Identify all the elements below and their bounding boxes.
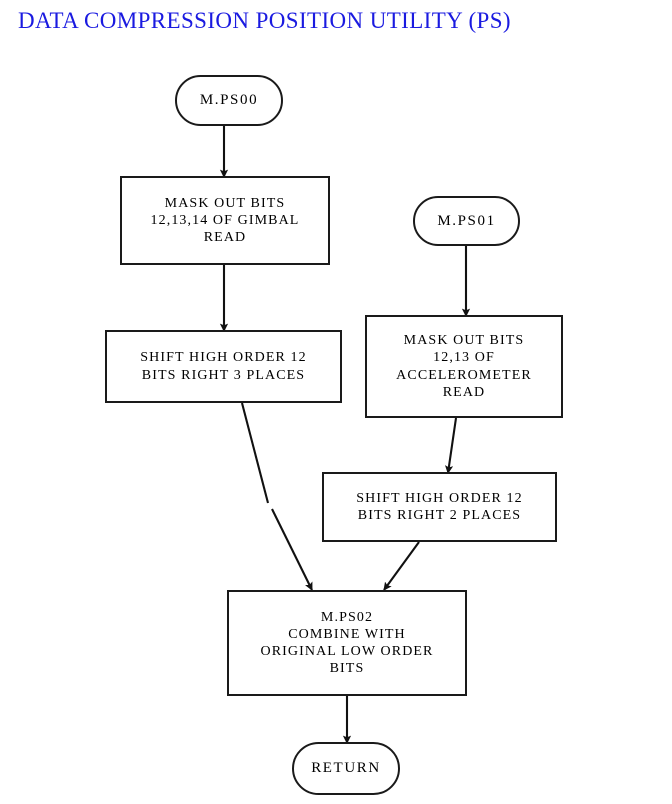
- edge-shift3-to-combine-a: [240, 402, 270, 504]
- node-label: M.PS01: [437, 212, 496, 229]
- node-start-m-ps00[interactable]: M.PS00: [175, 75, 283, 126]
- node-label: M.PS02 COMBINE WITH ORIGINAL LOW ORDER B…: [260, 609, 434, 677]
- node-shift-high-order-12-bits-right-3-places[interactable]: SHIFT HIGH ORDER 12 BITS RIGHT 3 PLACES: [105, 330, 342, 403]
- node-combine-m-ps02[interactable]: M.PS02 COMBINE WITH ORIGINAL LOW ORDER B…: [227, 590, 467, 696]
- node-label: SHIFT HIGH ORDER 12 BITS RIGHT 2 PLACES: [356, 490, 523, 523]
- edge-shift3-to-combine-b: [271, 508, 313, 591]
- node-label: RETURN: [311, 760, 381, 777]
- node-label: M.PS00: [199, 92, 259, 109]
- node-label: MASK OUT BITS 12,13 OF ACCELEROMETER REA…: [396, 333, 532, 400]
- page-title: DATA COMPRESSION POSITION UTILITY (PS): [18, 8, 511, 33]
- node-return[interactable]: RETURN: [292, 742, 400, 795]
- edge-shift2-to-combine: [383, 541, 420, 591]
- node-label: MASK OUT BITS 12,13,14 OF GIMBAL READ: [150, 195, 300, 246]
- node-mask-out-bits-gimbal[interactable]: MASK OUT BITS 12,13,14 OF GIMBAL READ: [120, 176, 330, 265]
- edge-mask-accel-to-shift2: [445, 417, 458, 474]
- node-mask-out-bits-accelerometer[interactable]: MASK OUT BITS 12,13 OF ACCELEROMETER REA…: [365, 315, 563, 418]
- node-start-m-ps01[interactable]: M.PS01: [413, 196, 520, 246]
- node-shift-high-order-12-bits-right-2-places[interactable]: SHIFT HIGH ORDER 12 BITS RIGHT 2 PLACES: [322, 472, 557, 542]
- node-label: SHIFT HIGH ORDER 12 BITS RIGHT 3 PLACES: [140, 350, 307, 383]
